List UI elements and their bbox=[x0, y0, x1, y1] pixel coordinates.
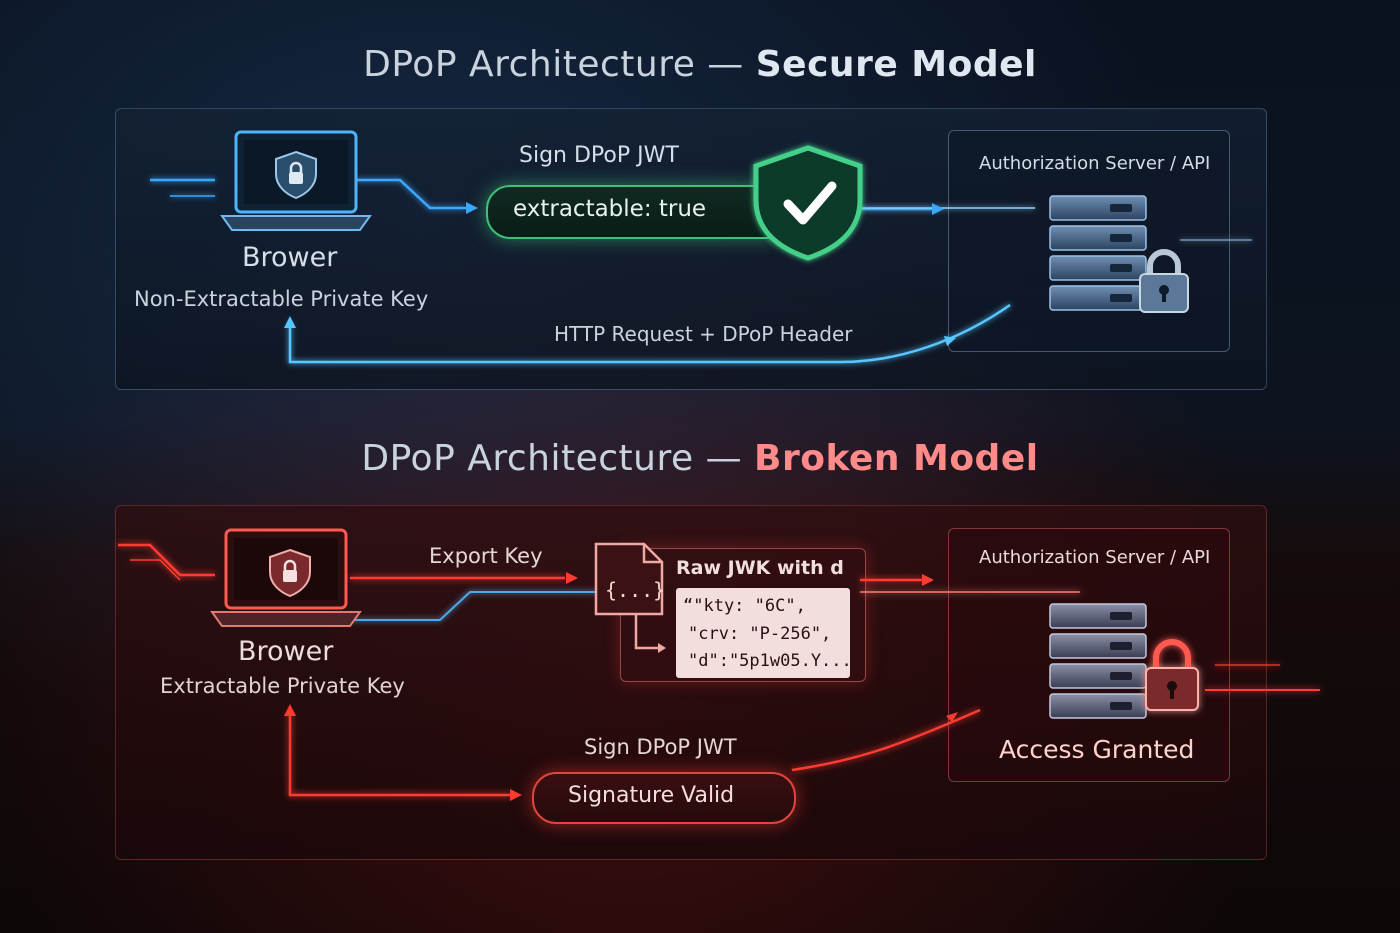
broken-title-emphasis: Broken Model bbox=[754, 438, 1039, 479]
secure-wires bbox=[150, 178, 1252, 364]
shield-lock-icon bbox=[275, 150, 317, 200]
jwk-line-3: "d":"5p1w05.Y..." bbox=[688, 651, 862, 671]
shield-check-icon bbox=[753, 145, 863, 261]
secure-server-label: Authorization Server / API bbox=[979, 153, 1211, 174]
server-rack-icon bbox=[1049, 195, 1147, 311]
secure-sign-pill bbox=[486, 185, 790, 239]
secure-arrow-to-sign bbox=[466, 202, 478, 214]
broken-blue-wire bbox=[350, 591, 600, 621]
broken-pill-text: Signature Valid bbox=[568, 783, 735, 808]
secure-pill-text: extractable: true bbox=[513, 196, 707, 222]
broken-title-prefix: DPoP Architecture — bbox=[361, 438, 755, 479]
broken-wires bbox=[118, 543, 1320, 797]
secure-browser-label: Brower bbox=[242, 242, 338, 273]
broken-wire-sign-to-server bbox=[791, 708, 981, 772]
json-file-icon bbox=[594, 542, 666, 653]
secure-arrow-to-server bbox=[932, 203, 944, 215]
broken-browser-label: Brower bbox=[238, 636, 334, 667]
secure-request-label: HTTP Request + DPoP Header bbox=[554, 322, 853, 346]
padlock-icon bbox=[1145, 639, 1199, 711]
broken-arrow-sign bbox=[510, 789, 522, 801]
secure-title-emphasis: Secure Model bbox=[755, 44, 1037, 85]
padlock-icon bbox=[1139, 249, 1189, 313]
broken-wire-in-1 bbox=[118, 543, 215, 577]
broken-sign-label: Sign DPoP JWT bbox=[584, 735, 737, 759]
secure-arrow-request bbox=[944, 336, 956, 346]
broken-arrow-up bbox=[284, 704, 296, 716]
secure-title-prefix: DPoP Architecture — bbox=[363, 44, 756, 85]
broken-wire-in-2 bbox=[130, 559, 181, 581]
raw-jwk-title: Raw JWK with d bbox=[676, 557, 844, 579]
raw-jwk-code-box bbox=[676, 588, 850, 678]
secure-return-wire bbox=[288, 303, 1011, 364]
access-granted-label: Access Granted bbox=[999, 735, 1195, 764]
broken-wire-to-sign bbox=[288, 712, 512, 797]
secure-wire-to-sign bbox=[355, 178, 466, 210]
json-file-icon-text: {...} bbox=[605, 578, 666, 602]
broken-title: DPoP Architecture — Broken Model bbox=[0, 438, 1400, 479]
secure-key-label: Non-Extractable Private Key bbox=[134, 287, 429, 311]
broken-signature-pill bbox=[532, 772, 796, 824]
secure-sign-label: Sign DPoP JWT bbox=[519, 143, 679, 168]
broken-arrow-export bbox=[566, 572, 578, 584]
jwk-line-1: “"kty: "6C", bbox=[683, 596, 806, 616]
broken-arrow-granted bbox=[946, 712, 958, 722]
server-rack-icon bbox=[1049, 603, 1147, 719]
jwk-line-2: "crv: "P-256", bbox=[688, 624, 832, 644]
secure-arrow-return bbox=[284, 316, 296, 328]
broken-server-label: Authorization Server / API bbox=[979, 547, 1211, 568]
shield-lock-icon bbox=[269, 548, 311, 598]
secure-title: DPoP Architecture — Secure Model bbox=[0, 44, 1400, 85]
broken-export-label: Export Key bbox=[429, 544, 543, 568]
broken-key-label: Extractable Private Key bbox=[160, 674, 405, 698]
broken-arrow-server bbox=[922, 574, 934, 586]
